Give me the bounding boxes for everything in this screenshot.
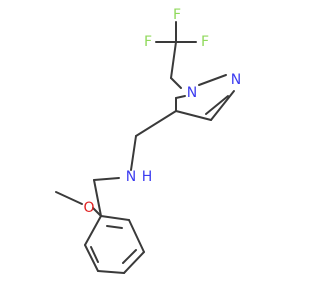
bond-benzene-double-2 (122, 249, 137, 264)
bond-benzene-2 (128, 219, 145, 253)
bond-c5-n1 (175, 95, 186, 99)
molecule-structure: F F F N N N H O (55, 7, 241, 274)
bond-c5-ch2 (135, 110, 177, 137)
atom-h-label: H (142, 169, 153, 185)
bond-ring-o (92, 207, 102, 217)
atom-labels: F F F N N N H O (83, 7, 241, 216)
bond-benzene-3 (123, 251, 145, 274)
bond-ch2-n1 (170, 77, 182, 89)
bond-o-ch3 (55, 191, 83, 205)
bond-benzene-1 (100, 215, 130, 221)
atom-n1-label: N (187, 85, 197, 101)
atom-f1-label: F (144, 34, 152, 50)
bonds (55, 21, 235, 274)
atom-nh-label: N (126, 169, 136, 185)
bond-benzene-6 (84, 215, 102, 246)
bond-c3-c4 (175, 110, 212, 121)
atom-n2-label: N (231, 72, 241, 88)
atom-o-label: O (83, 200, 94, 216)
bond-benzene-double-1 (106, 225, 123, 229)
atom-f3-label: F (201, 34, 209, 50)
bond-benzene-4 (97, 270, 125, 274)
bond-n2-c3 (210, 90, 235, 121)
atom-f2-label: F (173, 7, 181, 23)
bond-nh-ch2 (93, 177, 120, 181)
bond-ch2-ring (93, 179, 102, 217)
bond-benzene-5 (84, 244, 99, 272)
bond-cf3-ch2 (170, 41, 177, 79)
bond-n2-c3-double (205, 95, 229, 115)
bond-benzene-double-3 (90, 246, 99, 263)
bond-n1-n2 (198, 74, 227, 86)
bond-ch2-nh (130, 135, 137, 171)
